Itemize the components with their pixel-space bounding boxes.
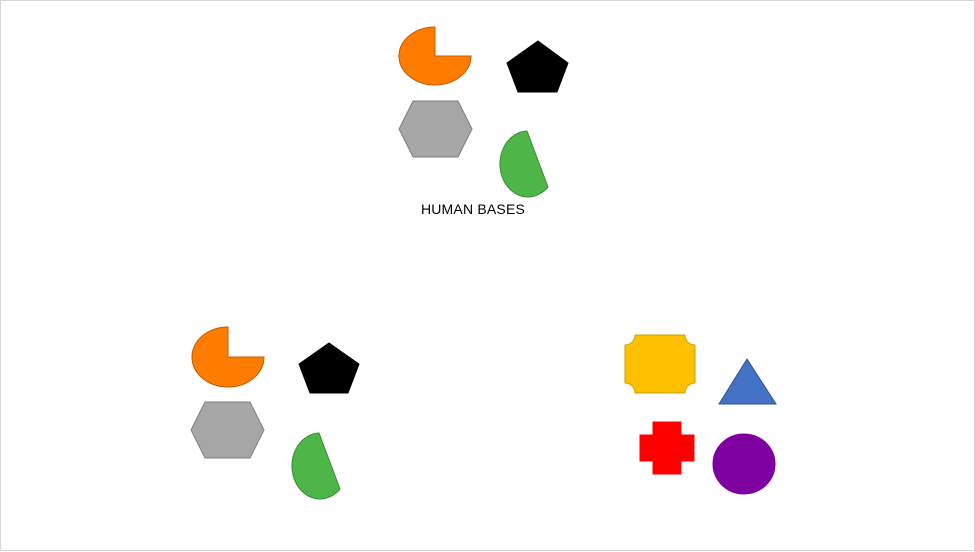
lower-left-group [190,326,360,500]
orange-pie-shape[interactable] [398,26,472,86]
lower-right-group [624,334,777,495]
yellow-plaque-shape[interactable] [624,334,696,394]
black-pentagon-shape[interactable] [298,342,360,394]
green-chord-shape[interactable] [499,130,549,198]
gray-hexagon-shape[interactable] [398,100,473,158]
blue-triangle-shape[interactable] [718,358,777,405]
green-chord-shape[interactable] [291,432,341,500]
purple-circle-shape[interactable] [712,433,776,495]
human-bases-group [398,26,569,198]
gray-hexagon-shape[interactable] [190,401,265,459]
human-bases-caption: HUMAN BASES [420,201,526,217]
black-pentagon-shape[interactable] [506,40,569,93]
orange-pie-shape[interactable] [191,326,265,388]
red-cross-shape[interactable] [639,421,695,475]
